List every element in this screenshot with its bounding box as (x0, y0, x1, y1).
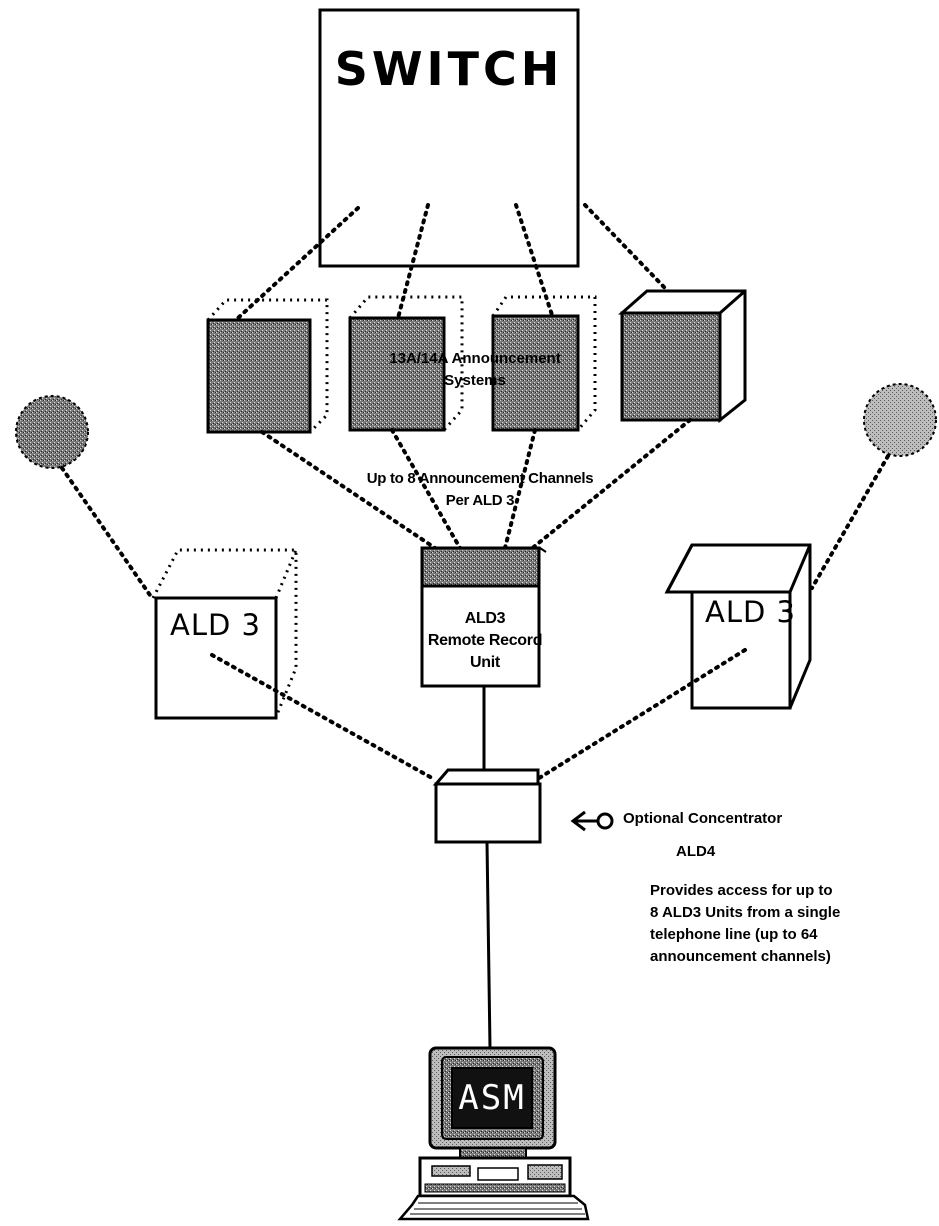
remote-unit-line2: Remote Record (400, 630, 570, 652)
left-speaker-circle (16, 396, 88, 468)
provides-note-line3: telephone line (up to 64 (650, 924, 910, 946)
ald3-left-label: ALD 3 (170, 608, 261, 642)
computer-screen-text: ASM (452, 1078, 532, 1118)
channels-note: Up to 8 Announcement Channels Per ALD 3 (320, 468, 640, 512)
channels-note-line1: Up to 8 Announcement Channels (320, 468, 640, 490)
provides-note-line4: announcement channels) (650, 946, 910, 968)
provides-note: Provides access for up to 8 ALD3 Units f… (650, 880, 910, 968)
concentrator-pointer-arrow (573, 812, 612, 830)
right-speaker-circle (864, 384, 936, 456)
remote-unit-line3: Unit (400, 652, 570, 674)
announcement-unit-4 (622, 291, 745, 420)
provides-note-line1: Provides access for up to (650, 880, 910, 902)
concentrator-label: Optional Concentrator (623, 810, 782, 827)
asm-computer (400, 1048, 588, 1219)
concentrator-box (436, 770, 540, 842)
concentrator-model-label: ALD4 (676, 843, 715, 860)
announcement-systems-label-line1: 13A/14A Announcement (350, 348, 600, 370)
concentrator-to-computer-line (487, 842, 490, 1048)
announcement-systems-label: 13A/14A Announcement Systems (350, 348, 600, 392)
remote-unit-line1: ALD3 (400, 608, 570, 630)
announcement-systems-label-line2: Systems (350, 370, 600, 392)
channels-note-line2: Per ALD 3 (320, 490, 640, 512)
switch-label: SWITCH (320, 42, 578, 96)
ald3-right-label: ALD 3 (705, 595, 796, 629)
announcement-unit-1 (208, 300, 327, 432)
remote-record-unit-label: ALD3 Remote Record Unit (400, 608, 570, 674)
provides-note-line2: 8 ALD3 Units from a single (650, 902, 910, 924)
